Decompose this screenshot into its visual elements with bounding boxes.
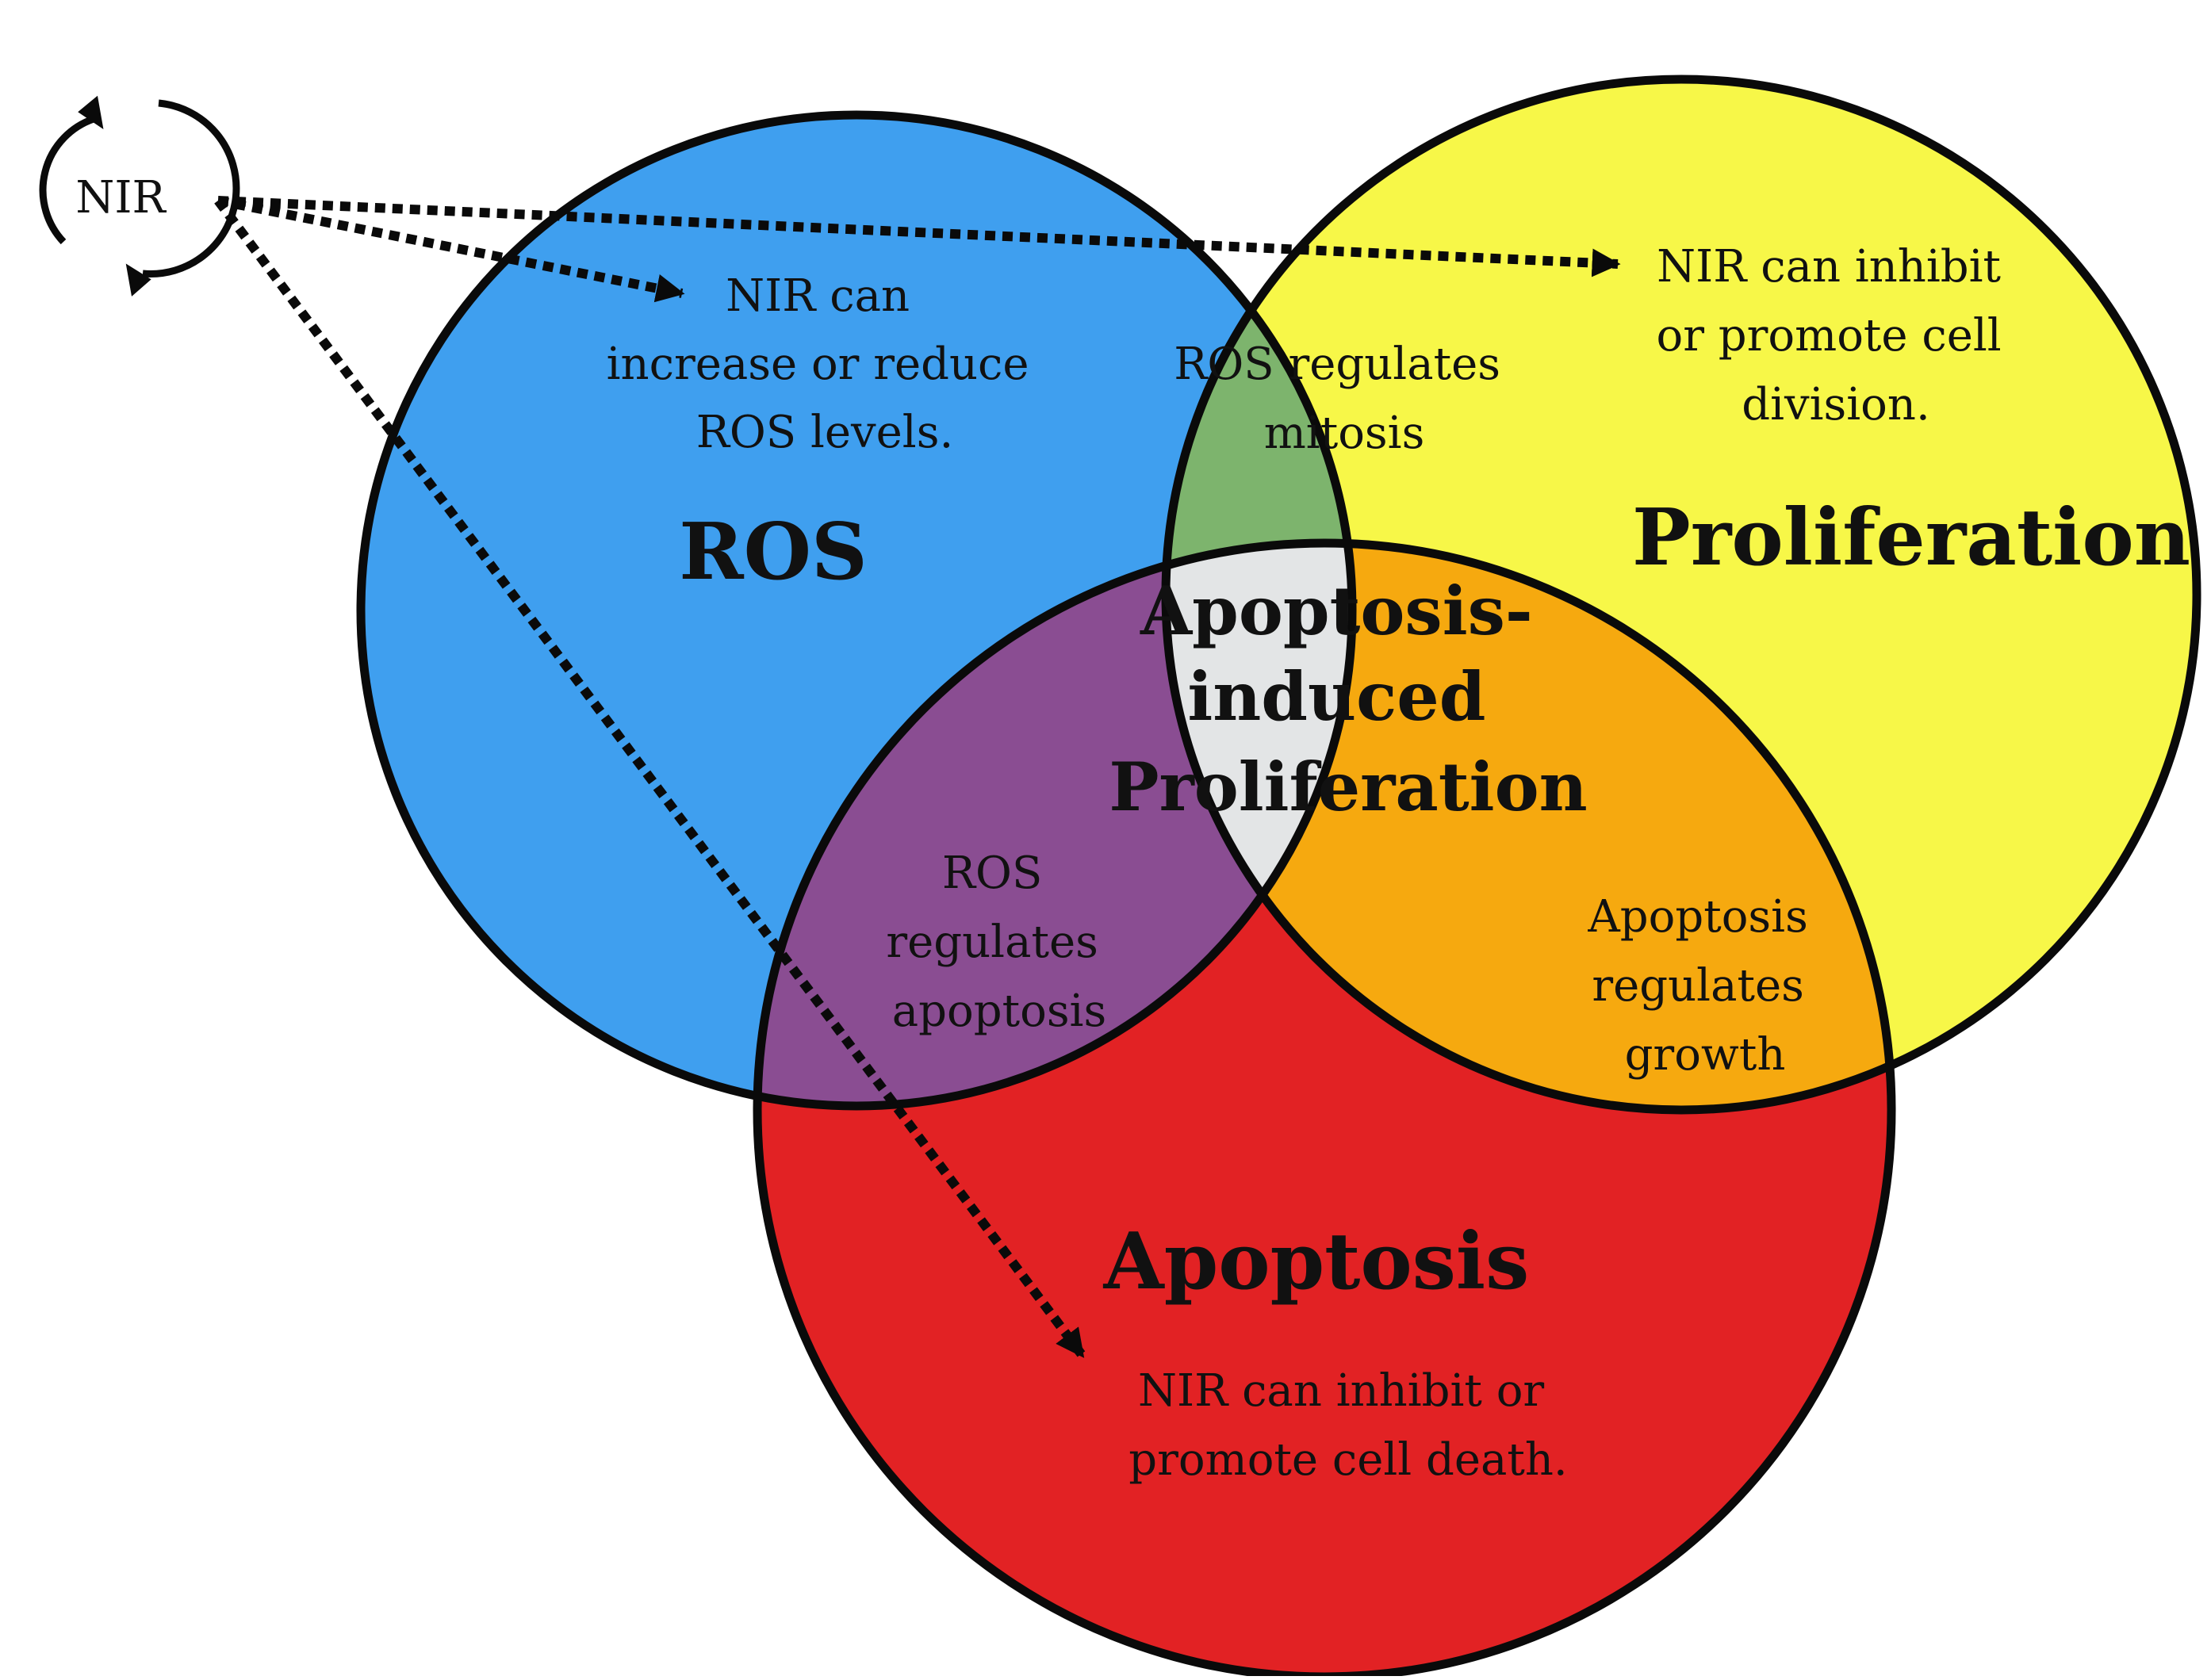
nir-arrows [214,196,1621,1359]
apoptosis-note: NIR can inhibit or promote cell death. [1128,1365,1567,1486]
apoptosis-title: Apoptosis [1103,1216,1530,1307]
ros-note: NIR can increase or reduce ROS levels. [607,270,1044,458]
arrow-to-apoptosis [214,197,1086,1359]
ros-apoptosis-overlap [757,543,1352,1106]
nir-label: NIR [75,172,167,224]
ros-proliferation-text: ROS regulates mitosis [1174,339,1515,459]
nir-cycle-icon: NIR [39,95,240,297]
apoptosis-proliferation-text: Apoptosis regulates growth [1587,891,1822,1081]
ros-outline [356,110,1357,1111]
proliferation-outline [1161,75,2201,1115]
proliferation-note: NIR can inhibit or promote cell division… [1656,241,2015,431]
apoptosis-proliferation-overlap [1166,543,1891,1110]
center-text: Apoptosis- induced Proliferation [1109,572,1587,826]
proliferation-title: Proliferation [1632,492,2190,584]
ros-apoptosis-text: ROS regulates apoptosis [886,848,1112,1037]
arrow-to-proliferation [217,196,1621,277]
arrow-to-ros [217,196,685,303]
ros-title: ROS [679,507,868,598]
